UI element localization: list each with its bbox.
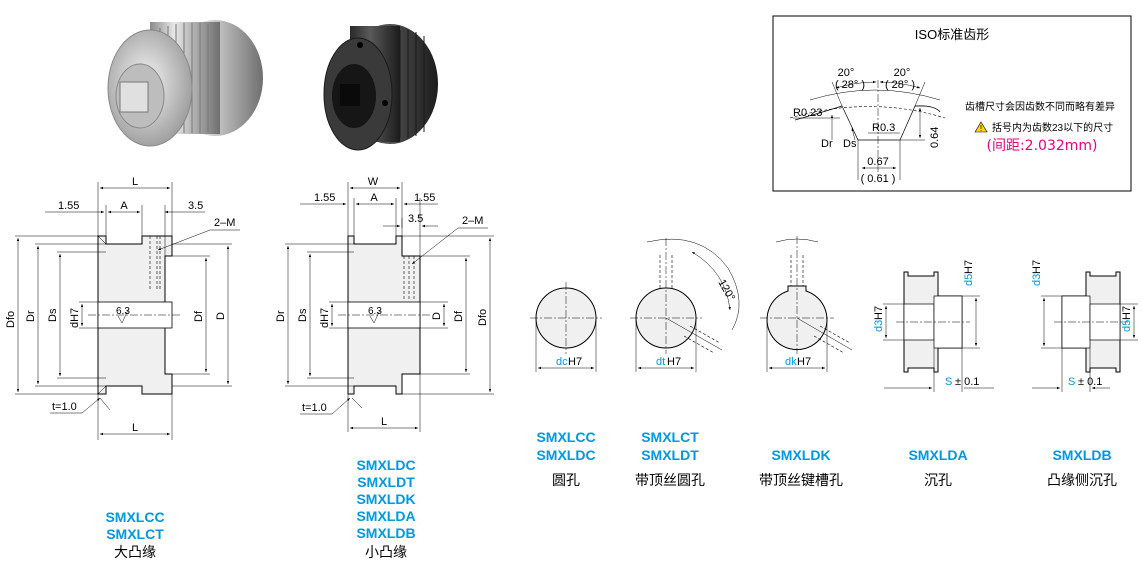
bore4-code-1: SMXLDA xyxy=(908,447,967,463)
small-L-bot: L xyxy=(381,416,387,428)
small-rough: 6.3 xyxy=(368,306,382,317)
small-flange-drawing: W 1.55 A 1.55 3.5 2–M Dr Ds dH7 xyxy=(275,176,494,561)
iso-title: ISO标准齿形 xyxy=(915,27,989,42)
d061-label: ( 0.61 ) xyxy=(861,173,896,185)
bore5-caption: 凸缘侧沉孔 xyxy=(1047,473,1117,489)
small-caption: 小凸缘 xyxy=(365,545,407,561)
small-code-5: SMXLDB xyxy=(356,525,415,541)
bore4-d1: d3 xyxy=(873,320,885,332)
d064-label: 0.64 xyxy=(929,127,941,148)
bore4-caption: 沉孔 xyxy=(924,473,952,489)
bore1-code-2: SMXLDC xyxy=(536,447,595,463)
aluminum-pulley-photo xyxy=(107,20,263,147)
big-A: A xyxy=(120,200,128,212)
bore2-code-2: SMXLDT xyxy=(641,447,699,463)
big-flange-drawing: L 1.55 A 3.5 2–M Dfo Dr Ds dH7 xyxy=(5,176,240,561)
bore1-caption: 圆孔 xyxy=(552,473,580,489)
bore1-code-1: SMXLCC xyxy=(536,429,595,445)
big-dh7: dH7 xyxy=(69,308,81,328)
black-pulley-photo xyxy=(323,24,438,151)
bore5-tol: ± 0.1 xyxy=(1078,376,1102,388)
big-155: 1.55 xyxy=(58,200,79,212)
bore5-h1: H7 xyxy=(1031,260,1043,274)
small-A: A xyxy=(370,192,378,204)
small-35: 3.5 xyxy=(408,213,423,225)
r03-label: R0.3 xyxy=(872,122,895,134)
bore4-h1: H7 xyxy=(873,306,885,320)
bore4-tol: ± 0.1 xyxy=(955,376,979,388)
big-35: 3.5 xyxy=(188,200,203,212)
bore2-angle: 120° xyxy=(715,278,737,304)
dr-label: Dr xyxy=(821,138,833,150)
angle-left: 20° xyxy=(838,67,855,79)
bore2-d: dt xyxy=(656,356,665,368)
big-df: Df xyxy=(193,310,205,322)
bore2-caption: 带顶丝圆孔 xyxy=(635,473,705,489)
bore3-caption: 带顶丝键槽孔 xyxy=(759,473,843,489)
bore5-code-1: SMXLDB xyxy=(1052,447,1111,463)
small-t: t=1.0 xyxy=(302,402,327,414)
bore5-d2: d5 xyxy=(1121,320,1133,332)
big-code-2: SMXLCT xyxy=(106,526,164,542)
bore5-s: S xyxy=(1068,376,1075,388)
angle-right-sub: ( 28° ) xyxy=(885,79,915,91)
angle-left-sub: ( 28° ) xyxy=(835,79,865,91)
bore4-h2: H7 xyxy=(963,260,975,274)
bore3-d: dk xyxy=(785,356,797,368)
small-code-4: SMXLDA xyxy=(356,508,415,524)
big-L-top: L xyxy=(132,176,138,188)
small-code-2: SMXLDT xyxy=(357,474,415,490)
angle-right: 20° xyxy=(894,67,911,79)
r023-label: R0.23 xyxy=(793,107,822,119)
small-dfo: Dfo xyxy=(477,309,489,326)
big-dr: Dr xyxy=(25,310,37,322)
bore5-d1: d3 xyxy=(1031,274,1043,286)
big-dfo: Dfo xyxy=(5,311,17,328)
big-2M: 2–M xyxy=(214,217,235,229)
warning-icon xyxy=(974,121,988,133)
big-rough: 6.3 xyxy=(116,306,130,317)
iso-tooth-profile-box: ISO标准齿形 20° ( 28° ) 20° ( 28° ) R0.23 R0… xyxy=(772,15,1132,192)
pitch-label: (间距:2.032mm) xyxy=(987,138,1098,154)
bore-round-hole: dc H7 SMXLCC SMXLDC 圆孔 xyxy=(530,282,602,489)
bore4-s: S xyxy=(945,376,952,388)
bore2-code-1: SMXLCT xyxy=(641,429,699,445)
iso-note-2: 括号内为齿数23以下的尺寸 xyxy=(992,121,1113,134)
d067-label: 0.67 xyxy=(867,156,888,168)
big-ds: Ds xyxy=(47,308,59,322)
bore2-h: H7 xyxy=(667,356,681,368)
small-ds: Ds xyxy=(297,308,309,322)
bore-counterbore: d3 H7 d5 H7 S ± 0.1 SMXLDA 沉孔 xyxy=(873,260,994,489)
big-t: t=1.0 xyxy=(52,401,77,413)
big-code-1: SMXLCC xyxy=(105,509,164,525)
big-L-bot: L xyxy=(132,422,138,434)
bore4-d2: d5 xyxy=(963,274,975,286)
small-155a: 1.55 xyxy=(314,192,335,204)
bore-setscrew-hole: 120° dt H7 SMXLCT SMXLDT 带顶丝圆孔 xyxy=(630,238,740,489)
small-D: D xyxy=(431,312,443,320)
bore1-d: dc xyxy=(556,356,568,368)
small-2M: 2–M xyxy=(462,215,483,227)
small-155b: 1.55 xyxy=(414,192,435,204)
bore-keyway-hole: dk H7 SMXLDK 带顶丝键槽孔 xyxy=(759,236,853,489)
bore1-h: H7 xyxy=(568,356,582,368)
ds-label: Ds xyxy=(843,138,857,150)
bore3-code-1: SMXLDK xyxy=(771,447,830,463)
iso-note-1: 齿槽尺寸会因齿数不同而略有差异 xyxy=(965,100,1115,113)
bore-flange-side-counterbore: d3 H7 d5 H7 S ± 0.1 SMXLDB 凸缘侧沉孔 xyxy=(1031,260,1138,489)
small-df: Df xyxy=(453,310,465,322)
small-code-3: SMXLDK xyxy=(356,491,415,507)
bore3-h: H7 xyxy=(797,356,811,368)
small-code-1: SMXLDC xyxy=(356,457,415,473)
big-caption: 大凸缘 xyxy=(114,545,156,561)
small-dh7: dH7 xyxy=(319,308,331,328)
small-dr: Dr xyxy=(275,310,287,322)
svg-text:!: ! xyxy=(980,124,982,133)
bore5-h2: H7 xyxy=(1121,306,1133,320)
small-W: W xyxy=(368,176,379,188)
big-D: D xyxy=(215,312,227,320)
